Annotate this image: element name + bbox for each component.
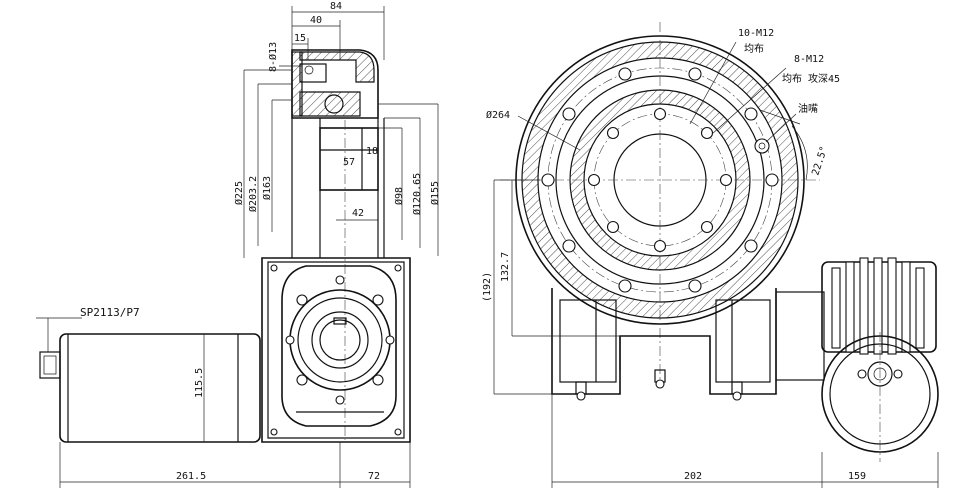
dim-1327: 132.7 bbox=[500, 252, 511, 282]
dim-72: 72 bbox=[368, 471, 380, 482]
dim-d225: Ø225 bbox=[233, 181, 245, 205]
dim-d120: Ø120.65 bbox=[411, 173, 423, 215]
dim-1155: 115.5 bbox=[194, 368, 205, 398]
label-grease: 油嘴 bbox=[798, 102, 818, 115]
motor-fins bbox=[831, 257, 925, 355]
gearbox-bolts bbox=[270, 264, 402, 436]
dim-84: 84 bbox=[330, 1, 342, 12]
dim-15: 15 bbox=[294, 33, 306, 44]
dim-d163: Ø163 bbox=[261, 176, 273, 200]
label-d264: Ø264 bbox=[486, 109, 510, 121]
label-8-m12: 8-M12 bbox=[794, 54, 824, 65]
inner-bolt-holes bbox=[587, 107, 733, 253]
dim-d203: Ø203.2 bbox=[247, 176, 259, 212]
dim-202: 202 bbox=[684, 471, 702, 482]
front-view: 10-M12 均布 8-M12 均布 攻深45 油嘴 22.5° Ø264 bbox=[482, 22, 939, 488]
dim-40: 40 bbox=[310, 15, 322, 26]
motor-label: SP2113/P7 bbox=[80, 306, 140, 319]
dim-57: 57 bbox=[343, 157, 355, 168]
dim-d98: Ø98 bbox=[393, 187, 405, 205]
dim-192: (192) bbox=[482, 272, 493, 302]
dim-159: 159 bbox=[848, 471, 866, 482]
label-10-m12-note: 均布 bbox=[744, 43, 764, 55]
dim-d155: Ø155 bbox=[429, 181, 441, 205]
label-10-m12: 10-M12 bbox=[738, 28, 774, 39]
side-view: 84 40 15 8-Ø13 57 18 42 bbox=[36, 1, 441, 488]
dim-18: 18 bbox=[366, 146, 378, 157]
mount-studs bbox=[575, 369, 743, 401]
label-8-m12-note: 均布 攻深45 bbox=[782, 72, 840, 85]
grease-nipple bbox=[754, 138, 770, 154]
dim-42: 42 bbox=[352, 208, 364, 219]
label-angle: 22.5° bbox=[810, 145, 830, 177]
dim-2615: 261.5 bbox=[176, 471, 206, 482]
outer-bolt-holes bbox=[541, 67, 779, 293]
dim-bolt-holes: 8-Ø13 bbox=[267, 42, 279, 72]
